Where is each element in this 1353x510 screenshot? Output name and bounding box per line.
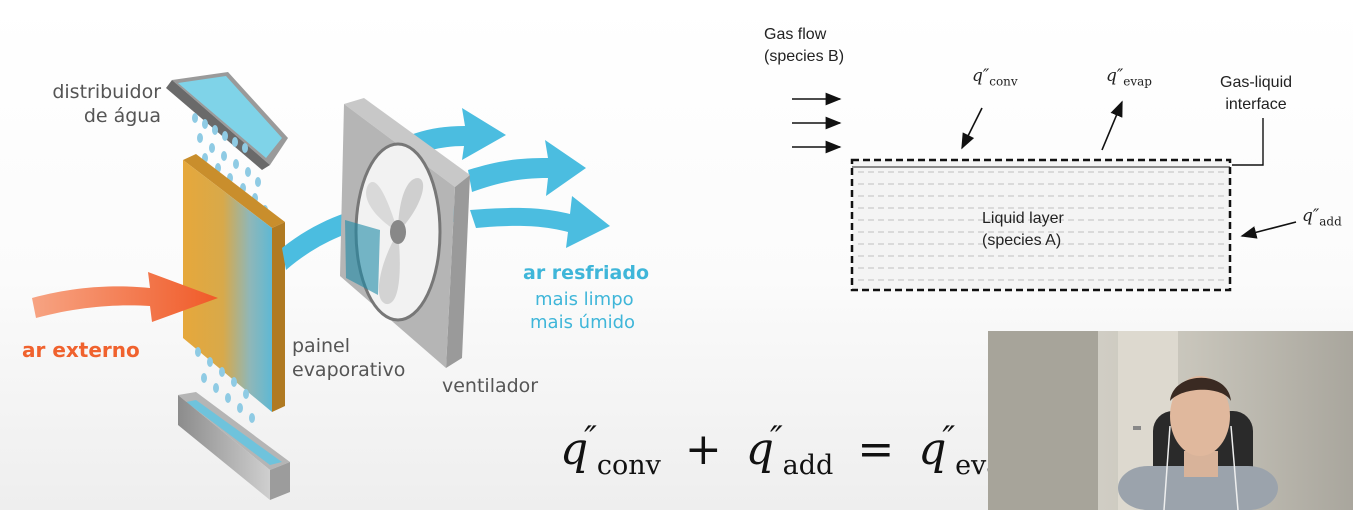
q-evap-arrow	[1101, 100, 1123, 151]
interface-leader	[1232, 118, 1264, 166]
more-humid-label: mais úmido	[530, 312, 636, 333]
gas-liquid-interface-label: Gas-liquid interface	[1220, 74, 1293, 113]
q-conv-label: q″conv	[972, 66, 1018, 89]
q-conv-arrow	[961, 107, 983, 150]
q-evap-label: q″evap	[1106, 66, 1152, 89]
cleaner-air-label: mais limpo	[535, 289, 634, 310]
q-add-arrow	[1240, 221, 1297, 239]
gas-flow-label: Gas flow (species B)	[764, 26, 845, 65]
gas-flow-arrows	[792, 92, 842, 154]
webcam-overlay	[988, 331, 1353, 510]
liquid-layer	[850, 158, 1232, 292]
fan	[340, 98, 470, 368]
cooled-air-label: ar resfriado	[523, 262, 649, 284]
liquid-layer-label: Liquid layer (species A)	[982, 210, 1064, 249]
water-tray	[178, 392, 290, 500]
presenter-video	[988, 331, 1278, 510]
evaporative-pad-label: painel evaporativo	[292, 335, 406, 381]
water-drops-top	[192, 113, 268, 215]
fan-label: ventilador	[442, 375, 539, 397]
energy-balance-equation: q″conv + q″add = q″evap	[560, 419, 1020, 481]
q-add-label: q″add	[1302, 206, 1342, 229]
water-drops-bottom	[195, 347, 255, 423]
outside-air-label: ar externo	[22, 338, 140, 362]
outside-air-arrow	[32, 272, 218, 322]
water-distributor-label: distribuidor de água	[52, 81, 161, 127]
evaporative-pad	[183, 154, 285, 412]
